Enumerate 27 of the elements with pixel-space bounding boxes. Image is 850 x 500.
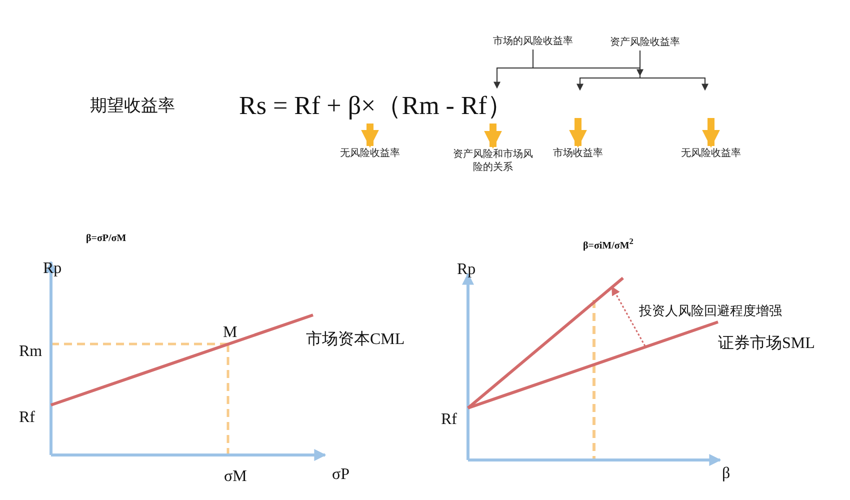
line-label: 证券市场SML [718,334,815,354]
result-label: 无风险收益率 [671,148,751,160]
tick-label: σM [224,467,247,486]
formula-text: β=σP/σM [86,233,126,245]
annotation-text: 资产风险收益率 [606,37,684,50]
annotation-text: 市场的风险收益率 [493,36,573,48]
annotation-text: 投资人风险回避程度增强 [639,303,782,319]
heading-text: 期望收益率 [90,96,175,116]
formula-text: β=σiM/σM$^{2}$ [583,237,634,252]
result-label: 资产风险和市场风险的关系 [451,149,535,174]
formula-text: Rs = Rf + β×（Rm - Rf） [226,90,526,122]
result-label: 无风险收益率 [330,148,410,160]
block-arrow [361,124,379,148]
point-label: M [223,323,238,342]
block-arrow [484,124,502,149]
axis-label: Rp [43,259,62,278]
tick-label: Rf [441,410,457,430]
block-arrow [569,118,587,148]
axis-label: β [722,464,730,484]
bracket-arrow [532,49,644,76]
tick-label: Rm [19,342,42,362]
line-label: 市场资本CML [306,330,405,350]
axis-label: σP [332,465,350,484]
tick-label: Rf [19,408,35,428]
block-arrow [702,118,720,148]
result-label: 市场收益率 [546,148,610,160]
axis-label: Rp [457,260,476,280]
